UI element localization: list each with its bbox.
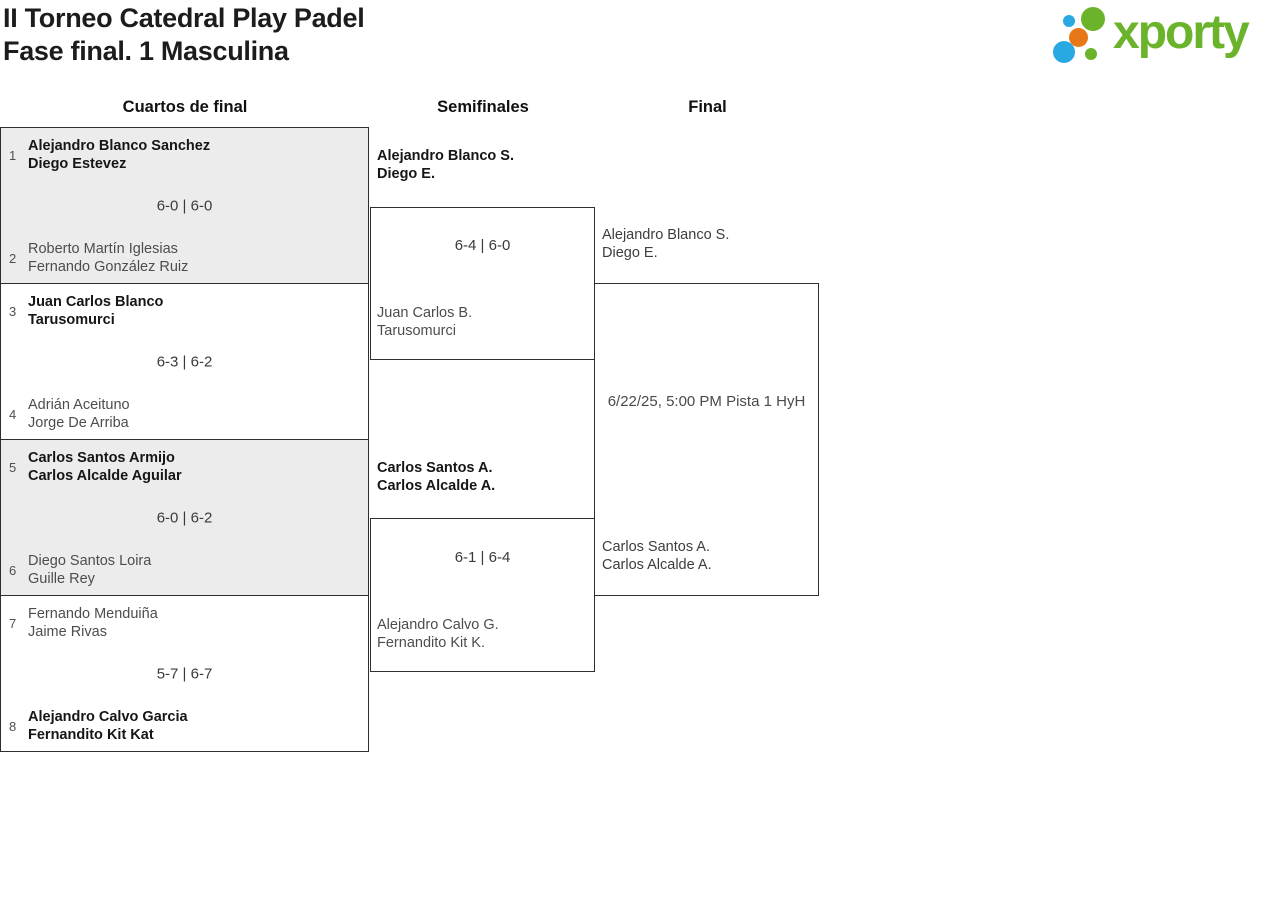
player-name: Jorge De Arriba: [28, 415, 129, 431]
player-name: Tarusomurci: [28, 312, 115, 328]
round-header-final: Final: [688, 98, 727, 116]
final-match[interactable]: [594, 283, 819, 596]
team-row: 5 Carlos Santos Armijo Carlos Alcalde Ag…: [9, 449, 360, 485]
seed-number: 2: [9, 250, 17, 266]
player-name: Diego Santos Loira: [28, 553, 152, 569]
team-names: Diego Santos Loira Guille Rey: [28, 552, 151, 588]
team-names: Roberto Martín Iglesias Fernando Gonzále…: [28, 240, 188, 276]
quarterfinal-match-4[interactable]: 7 Fernando Menduiña Jaime Rivas 5-7 | 6-…: [1, 596, 368, 751]
xporty-logo[interactable]: xporty: [1045, 0, 1280, 75]
team-row: 4 Adrián Aceituno Jorge De Arriba: [9, 396, 360, 432]
team-names: Juan Carlos Blanco Tarusomurci: [28, 293, 163, 329]
match-score: 6-0 | 6-2: [156, 509, 213, 526]
semifinal2-score: 6-1 | 6-4: [454, 549, 511, 566]
player-name: Carlos Santos A.: [602, 539, 710, 555]
player-name: Adrián Aceituno: [28, 397, 130, 413]
round-header-quarterfinals: Cuartos de final: [122, 98, 248, 116]
quarterfinal-match-2[interactable]: 3 Juan Carlos Blanco Tarusomurci 6-3 | 6…: [1, 284, 368, 440]
player-name: Diego E.: [377, 166, 436, 182]
team-row: 8 Alejandro Calvo Garcia Fernandito Kit …: [9, 708, 360, 744]
final-top-team: Alejandro Blanco S. Diego E.: [602, 226, 729, 262]
player-name: Jaime Rivas: [28, 624, 107, 640]
player-name: Alejandro Blanco Sanchez: [28, 138, 211, 154]
quarterfinals-column: 1 Alejandro Blanco Sanchez Diego Estevez…: [0, 127, 369, 752]
tournament-name: II Torneo Catedral Play Padel: [3, 3, 365, 33]
team-row: 2 Roberto Martín Iglesias Fernando Gonzá…: [9, 240, 360, 276]
player-name: Carlos Alcalde A.: [602, 557, 712, 573]
team-names: Adrián Aceituno Jorge De Arriba: [28, 396, 130, 432]
final-bottom-team: Carlos Santos A. Carlos Alcalde A.: [602, 538, 712, 574]
logo-dot-blue-large: [1053, 41, 1075, 63]
player-name: Alejandro Blanco S.: [602, 227, 730, 243]
player-name: Carlos Alcalde A.: [377, 478, 496, 494]
team-row: 1 Alejandro Blanco Sanchez Diego Estevez: [9, 137, 360, 173]
final-match-schedule: 6/22/25, 5:00 PM Pista 1 HyH: [607, 393, 806, 410]
player-name: Juan Carlos B.: [377, 305, 473, 321]
seed-number: 8: [9, 718, 17, 734]
logo-wordmark: xporty: [1113, 6, 1250, 59]
player-name: Diego Estevez: [28, 156, 127, 172]
player-name: Carlos Santos A.: [377, 460, 493, 476]
logo-dot-green-large: [1081, 7, 1105, 31]
team-names: Alejandro Blanco Sanchez Diego Estevez: [28, 137, 210, 173]
seed-number: 5: [9, 459, 17, 475]
quarterfinal-match-3[interactable]: 5 Carlos Santos Armijo Carlos Alcalde Ag…: [1, 440, 368, 596]
player-name: Alejandro Calvo Garcia: [28, 709, 188, 725]
round-header-semifinals: Semifinales: [437, 98, 529, 116]
team-row: 7 Fernando Menduiña Jaime Rivas: [9, 605, 360, 641]
player-name: Fernandito Kit K.: [377, 635, 485, 651]
quarterfinal-match-1[interactable]: 1 Alejandro Blanco Sanchez Diego Estevez…: [1, 128, 368, 284]
player-name: Roberto Martín Iglesias: [28, 241, 178, 257]
player-name: Alejandro Blanco S.: [377, 148, 514, 164]
logo-dot-blue-small: [1063, 15, 1075, 27]
player-name: Guille Rey: [28, 571, 95, 587]
player-name: Tarusomurci: [377, 323, 456, 339]
match-score: 5-7 | 6-7: [156, 665, 213, 682]
match-score: 6-0 | 6-0: [156, 197, 213, 214]
logo-dot-green-small: [1085, 48, 1097, 60]
semifinal1-score: 6-4 | 6-0: [454, 237, 511, 254]
seed-number: 3: [9, 303, 17, 319]
player-name: Carlos Alcalde Aguilar: [28, 468, 182, 484]
semifinal1-bottom-team: Juan Carlos B. Tarusomurci: [377, 304, 472, 340]
seed-number: 7: [9, 615, 17, 631]
player-name: Juan Carlos Blanco: [28, 294, 164, 310]
team-row: 3 Juan Carlos Blanco Tarusomurci: [9, 293, 360, 329]
player-name: Fernando González Ruiz: [28, 259, 189, 275]
player-name: Diego E.: [602, 245, 658, 261]
team-names: Alejandro Calvo Garcia Fernandito Kit Ka…: [28, 708, 188, 744]
team-names: Carlos Santos Armijo Carlos Alcalde Agui…: [28, 449, 182, 485]
semifinal1-top-team: Alejandro Blanco S. Diego E.: [377, 147, 514, 183]
phase-name: Fase final. 1 Masculina: [3, 36, 289, 66]
player-name: Fernandito Kit Kat: [28, 727, 154, 743]
seed-number: 6: [9, 562, 17, 578]
semifinal2-top-team: Carlos Santos A. Carlos Alcalde A.: [377, 459, 495, 495]
logo-dot-orange: [1069, 28, 1088, 47]
semifinal2-bottom-team: Alejandro Calvo G. Fernandito Kit K.: [377, 616, 499, 652]
page-title: II Torneo Catedral Play Padel Fase final…: [3, 2, 365, 68]
match-score: 6-3 | 6-2: [156, 353, 213, 370]
team-row: 6 Diego Santos Loira Guille Rey: [9, 552, 360, 588]
seed-number: 4: [9, 406, 17, 422]
player-name: Alejandro Calvo G.: [377, 617, 499, 633]
player-name: Fernando Menduiña: [28, 606, 158, 622]
player-name: Carlos Santos Armijo: [28, 450, 175, 466]
seed-number: 1: [9, 147, 17, 163]
team-names: Fernando Menduiña Jaime Rivas: [28, 605, 158, 641]
